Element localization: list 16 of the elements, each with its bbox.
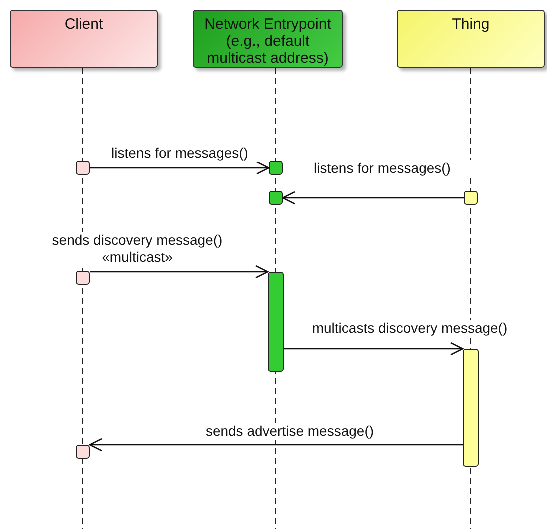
participant-box: Thing [397,10,545,68]
activation-bar [269,161,283,175]
activation-bar [464,191,478,205]
message-arrow [90,265,269,279]
message-arrow [282,191,464,205]
activation-bar [463,349,479,467]
participant-box: Network Entrypoint (e.g., default multicast address) [193,10,343,68]
activation-bar [76,271,90,285]
activation-bar [76,445,90,459]
participant-box: Client [10,10,158,68]
activation-bar [268,272,284,372]
activation-bar [76,161,90,175]
message-arrow [89,438,463,452]
message-arrow [90,161,270,175]
activation-bar [269,191,283,205]
message-arrow [284,342,464,356]
